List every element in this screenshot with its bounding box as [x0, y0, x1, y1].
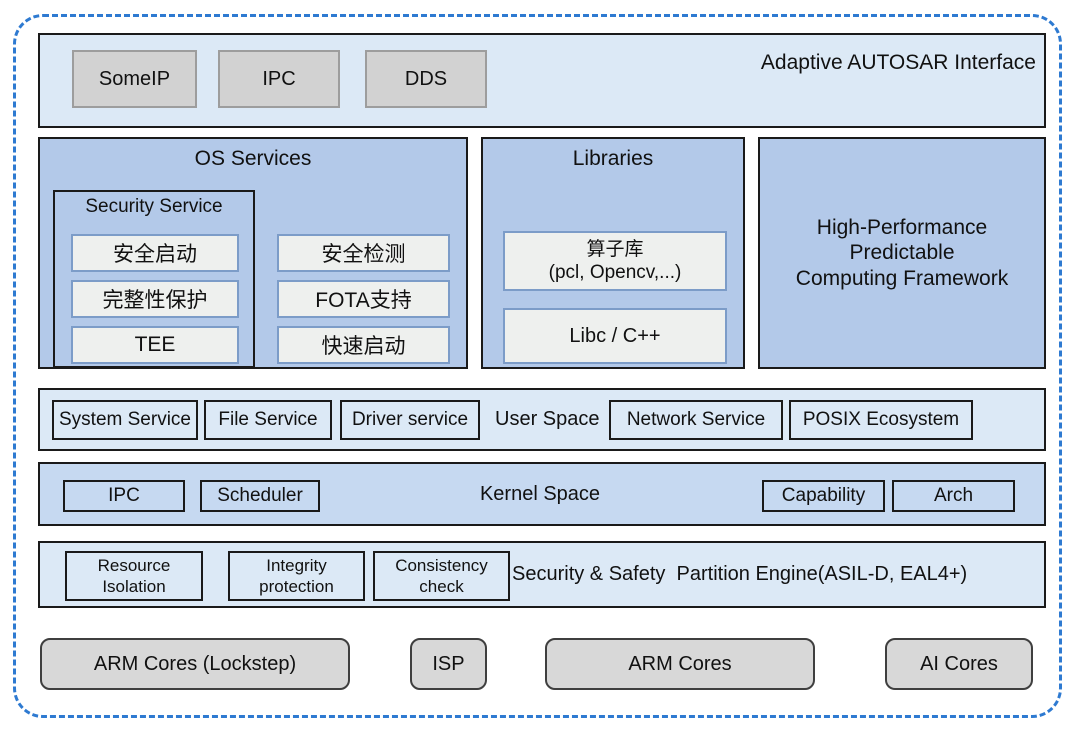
- partition-item-resource-isolation: Resource Isolation: [65, 551, 203, 601]
- core-arm: ARM Cores: [545, 638, 815, 690]
- core-ai: AI Cores: [885, 638, 1033, 690]
- kernel-item-scheduler: Scheduler: [200, 480, 320, 512]
- os-services-box: OS Services Security Service 安全启动 完整性保护 …: [38, 137, 468, 369]
- os-item-fast-boot: 快速启动: [277, 326, 450, 364]
- kernel-item-ipc: IPC: [63, 480, 185, 512]
- chip-someip: SomeIP: [72, 50, 197, 108]
- library-item-operator-lib: 算子库 (pcl, Opencv,...): [503, 231, 727, 291]
- user-space-item-system-service: System Service: [52, 400, 198, 440]
- adaptive-autosar-title: Adaptive AUTOSAR Interface: [760, 51, 1036, 74]
- user-space-layer: System Service File Service Driver servi…: [38, 388, 1046, 451]
- chip-ipc: IPC: [218, 50, 340, 108]
- partition-engine-label: Security & Safety Partition Engine(ASIL-…: [512, 563, 968, 585]
- adaptive-autosar-layer: SomeIP IPC DDS Adaptive AUTOSAR Interfac…: [38, 33, 1046, 128]
- kernel-item-arch: Arch: [892, 480, 1015, 512]
- core-isp: ISP: [410, 638, 487, 690]
- os-services-title: OS Services: [194, 147, 312, 170]
- chip-dds: DDS: [365, 50, 487, 108]
- partition-engine-layer: Resource Isolation Integrity protection …: [38, 541, 1046, 608]
- user-space-item-posix-ecosystem: POSIX Ecosystem: [789, 400, 973, 440]
- user-space-item-network-service: Network Service: [609, 400, 783, 440]
- library-item-libc: Libc / C++: [503, 308, 727, 364]
- kernel-space-label: Kernel Space: [479, 482, 601, 505]
- security-service-title: Security Service: [85, 196, 223, 217]
- kernel-item-capability: Capability: [762, 480, 885, 512]
- security-service-box: Security Service 安全启动 完整性保护 TEE: [53, 190, 255, 368]
- user-space-item-driver-service: Driver service: [340, 400, 480, 440]
- os-item-fota-support: FOTA支持: [277, 280, 450, 318]
- security-item-integrity-protection: 完整性保护: [71, 280, 239, 318]
- libraries-box: Libraries 算子库 (pcl, Opencv,...) Libc / C…: [481, 137, 745, 369]
- os-item-security-detection: 安全检测: [277, 234, 450, 272]
- user-space-label: User Space: [495, 408, 600, 430]
- diagram-dashed-frame: [13, 14, 1062, 718]
- libraries-title: Libraries: [572, 147, 654, 170]
- security-item-secure-boot: 安全启动: [71, 234, 239, 272]
- partition-item-integrity-protection: Integrity protection: [228, 551, 365, 601]
- core-arm-lockstep: ARM Cores (Lockstep): [40, 638, 350, 690]
- user-space-item-file-service: File Service: [204, 400, 332, 440]
- partition-item-consistency-check: Consistency check: [373, 551, 510, 601]
- kernel-space-layer: IPC Scheduler Kernel Space Capability Ar…: [38, 462, 1046, 526]
- security-item-tee: TEE: [71, 326, 239, 364]
- computing-framework-box: High-Performance Predictable Computing F…: [758, 137, 1046, 369]
